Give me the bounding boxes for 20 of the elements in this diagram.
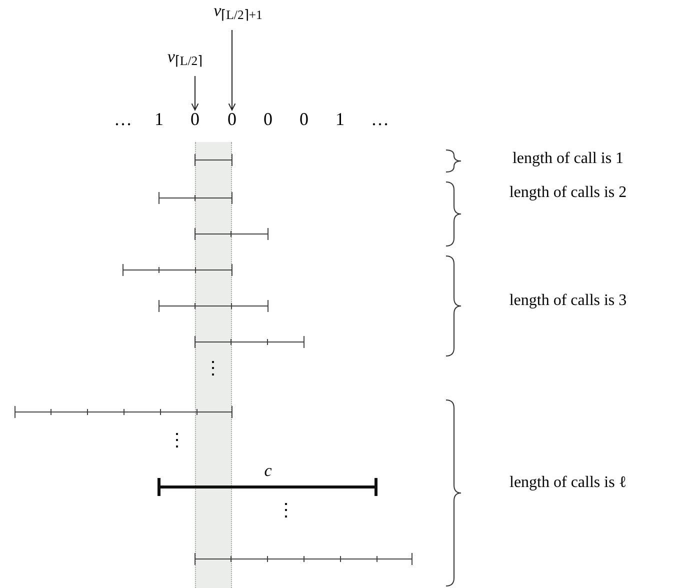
bit-value: 0 [264,110,272,128]
bit-value: 1 [154,110,164,128]
vertical-ellipsis: ⋮ [277,502,295,520]
vertex-label: v$_{⌈L/2⌉+1}$ [214,2,262,19]
segment-label: c [264,462,272,479]
arrow [191,76,199,110]
bit-value: 0 [228,110,236,128]
bit-value: 0 [300,110,308,128]
arrow [228,30,236,110]
bit-value: … [114,110,132,128]
vertex-label: v$_{⌈L/2⌉}$ [167,48,203,65]
brace-label: length of calls is 3 [509,293,627,309]
vertical-ellipsis: ⋮ [168,432,186,450]
bit-value: 0 [190,110,200,128]
bit-value: … [371,110,389,128]
brace-label: length of calls is ℓ [510,475,626,491]
brace-label: length of calls is 2 [509,185,627,201]
vertical-ellipsis: ⋮ [204,360,222,378]
brace-label: length of call is 1 [512,151,624,167]
bit-value: 1 [336,110,344,128]
